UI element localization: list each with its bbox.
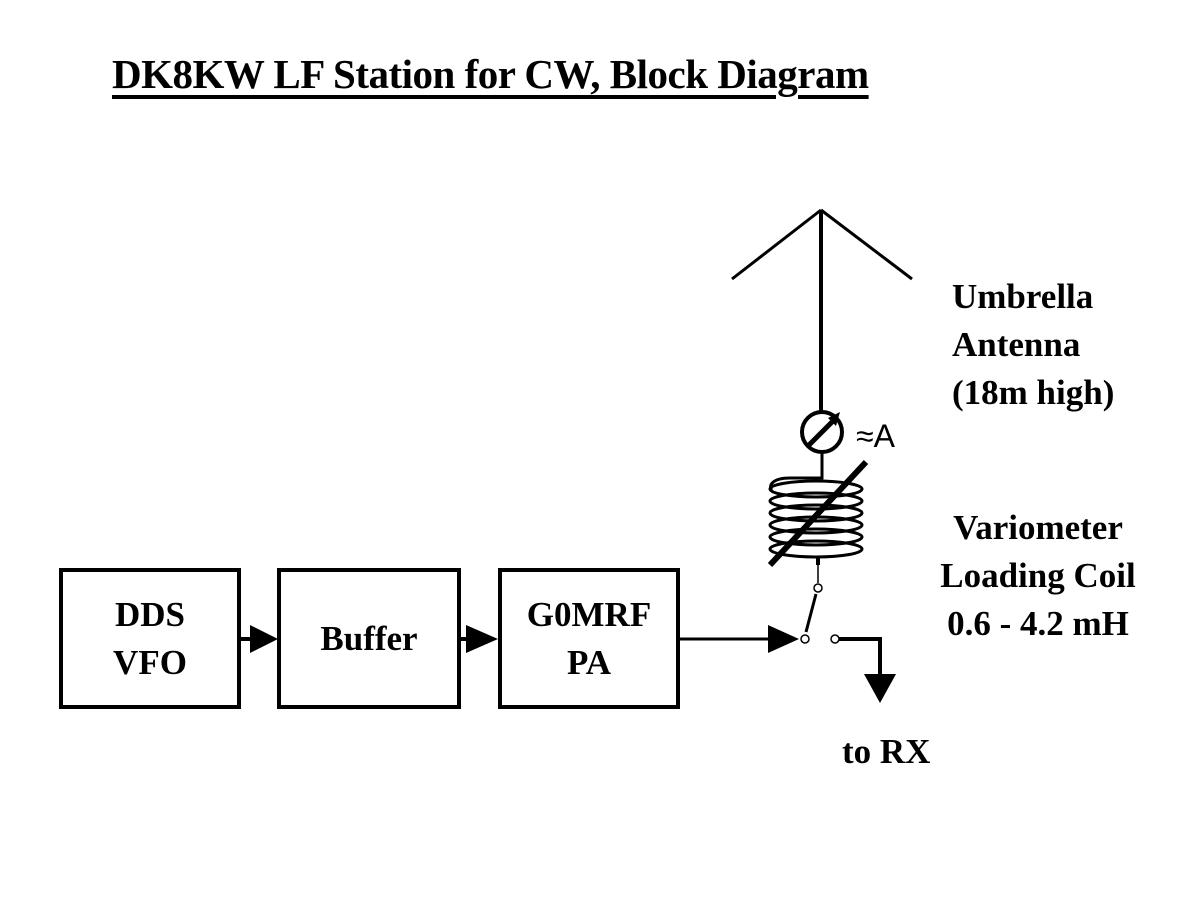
arrow-pa-to-switch [680,625,799,653]
rf-ammeter-icon [800,410,844,470]
umbrella-antenna-icon [731,208,913,412]
block-pa: G0MRF PA [498,568,680,709]
rx-label: to RX [842,732,931,771]
antenna-label-line-2: Antenna [952,325,1081,364]
block-pa-line-2: PA [566,642,612,682]
block-dds-vfo-line-1: DDS [114,594,185,634]
variable-loading-coil-icon [767,459,869,583]
block-buffer: Buffer [277,568,461,709]
tx-rx-switch-icon [800,583,840,644]
arrow-vfo-to-buffer [240,625,278,653]
coil-label-line-1: Variometer [953,508,1123,547]
antenna-label: Umbrella Antenna (18m high) [952,273,1114,417]
antenna-label-line-3: (18m high) [952,373,1115,412]
coil-label-line-3: 0.6 - 4.2 mH [947,604,1129,643]
arrow-buffer-to-pa [460,625,498,653]
block-dds-vfo-line-2: VFO [113,642,187,682]
coil-label: Variometer Loading Coil 0.6 - 4.2 mH [920,504,1156,648]
block-buffer-label: Buffer [320,618,418,658]
coil-label-line-2: Loading Coil [940,556,1136,595]
arrow-to-rx [839,637,896,703]
block-pa-line-1: G0MRF [526,594,652,634]
ammeter-label: ≈A [856,418,895,454]
block-dds-vfo: DDS VFO [59,568,241,709]
antenna-label-line-1: Umbrella [952,277,1094,316]
diagram-title: DK8KW LF Station for CW, Block Diagram [112,51,869,97]
